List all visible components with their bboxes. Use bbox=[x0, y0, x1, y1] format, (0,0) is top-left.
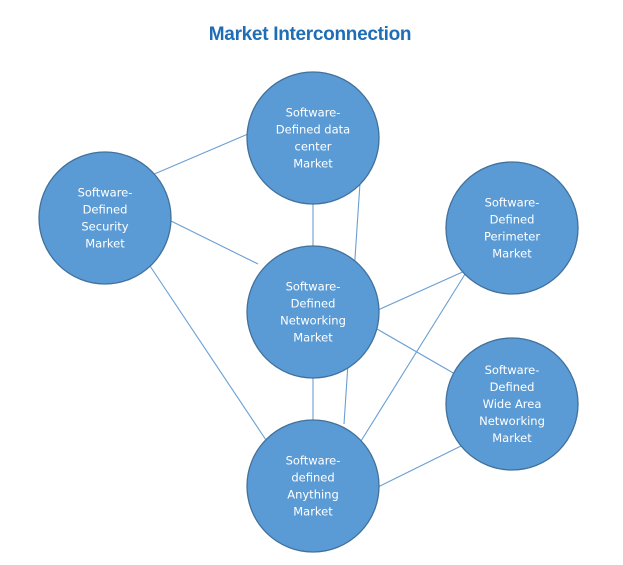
node-circle bbox=[445, 161, 579, 295]
node-label-line: Security bbox=[81, 220, 128, 234]
node-label-line: Software- bbox=[286, 454, 341, 468]
node-label-line: Software- bbox=[78, 186, 133, 200]
node-label-line: Defined bbox=[83, 203, 128, 217]
node-label-line: Defined bbox=[490, 380, 535, 394]
node-label-line: Defined data bbox=[276, 123, 350, 137]
node-circle bbox=[38, 151, 172, 285]
node-label-line: Software- bbox=[286, 280, 341, 294]
node-label-line: Defined bbox=[490, 213, 535, 227]
edge-anything-to-wan bbox=[377, 444, 464, 488]
node-circle bbox=[445, 337, 579, 471]
edge-networking-to-wan bbox=[376, 328, 456, 375]
node-label-line: Software- bbox=[485, 196, 540, 210]
node-label-line: Networking bbox=[479, 414, 545, 428]
node-circle bbox=[246, 419, 380, 553]
edge-anything-to-perimeter bbox=[360, 270, 468, 442]
node-label-line: Market bbox=[293, 331, 333, 345]
node-label-line: Market bbox=[492, 431, 532, 445]
node-label-line: Market bbox=[492, 247, 532, 261]
edge-security-to-networking bbox=[170, 220, 259, 265]
node-label-line: Networking bbox=[280, 314, 346, 328]
node-circle bbox=[246, 245, 380, 379]
node-label-line: Market bbox=[85, 237, 125, 251]
node-circle bbox=[246, 71, 380, 205]
node-label-line: Software- bbox=[485, 363, 540, 377]
edge-networking-to-perimeter bbox=[377, 269, 468, 311]
node-label-line: Defined bbox=[291, 297, 336, 311]
node-label-line: center bbox=[295, 140, 332, 154]
node-label-line: defined bbox=[291, 471, 334, 485]
edge-security-to-data-center bbox=[151, 133, 249, 176]
node-label-line: Wide Area bbox=[483, 397, 542, 411]
node-label-line: Anything bbox=[287, 488, 339, 502]
node-label-line: Software- bbox=[286, 106, 341, 120]
node-label-line: Market bbox=[293, 157, 333, 171]
edge-security-to-anything bbox=[149, 265, 267, 441]
diagram-title: Market Interconnection bbox=[209, 24, 411, 45]
node-label-line: Perimeter bbox=[484, 230, 540, 244]
node-label-line: Market bbox=[293, 505, 333, 519]
